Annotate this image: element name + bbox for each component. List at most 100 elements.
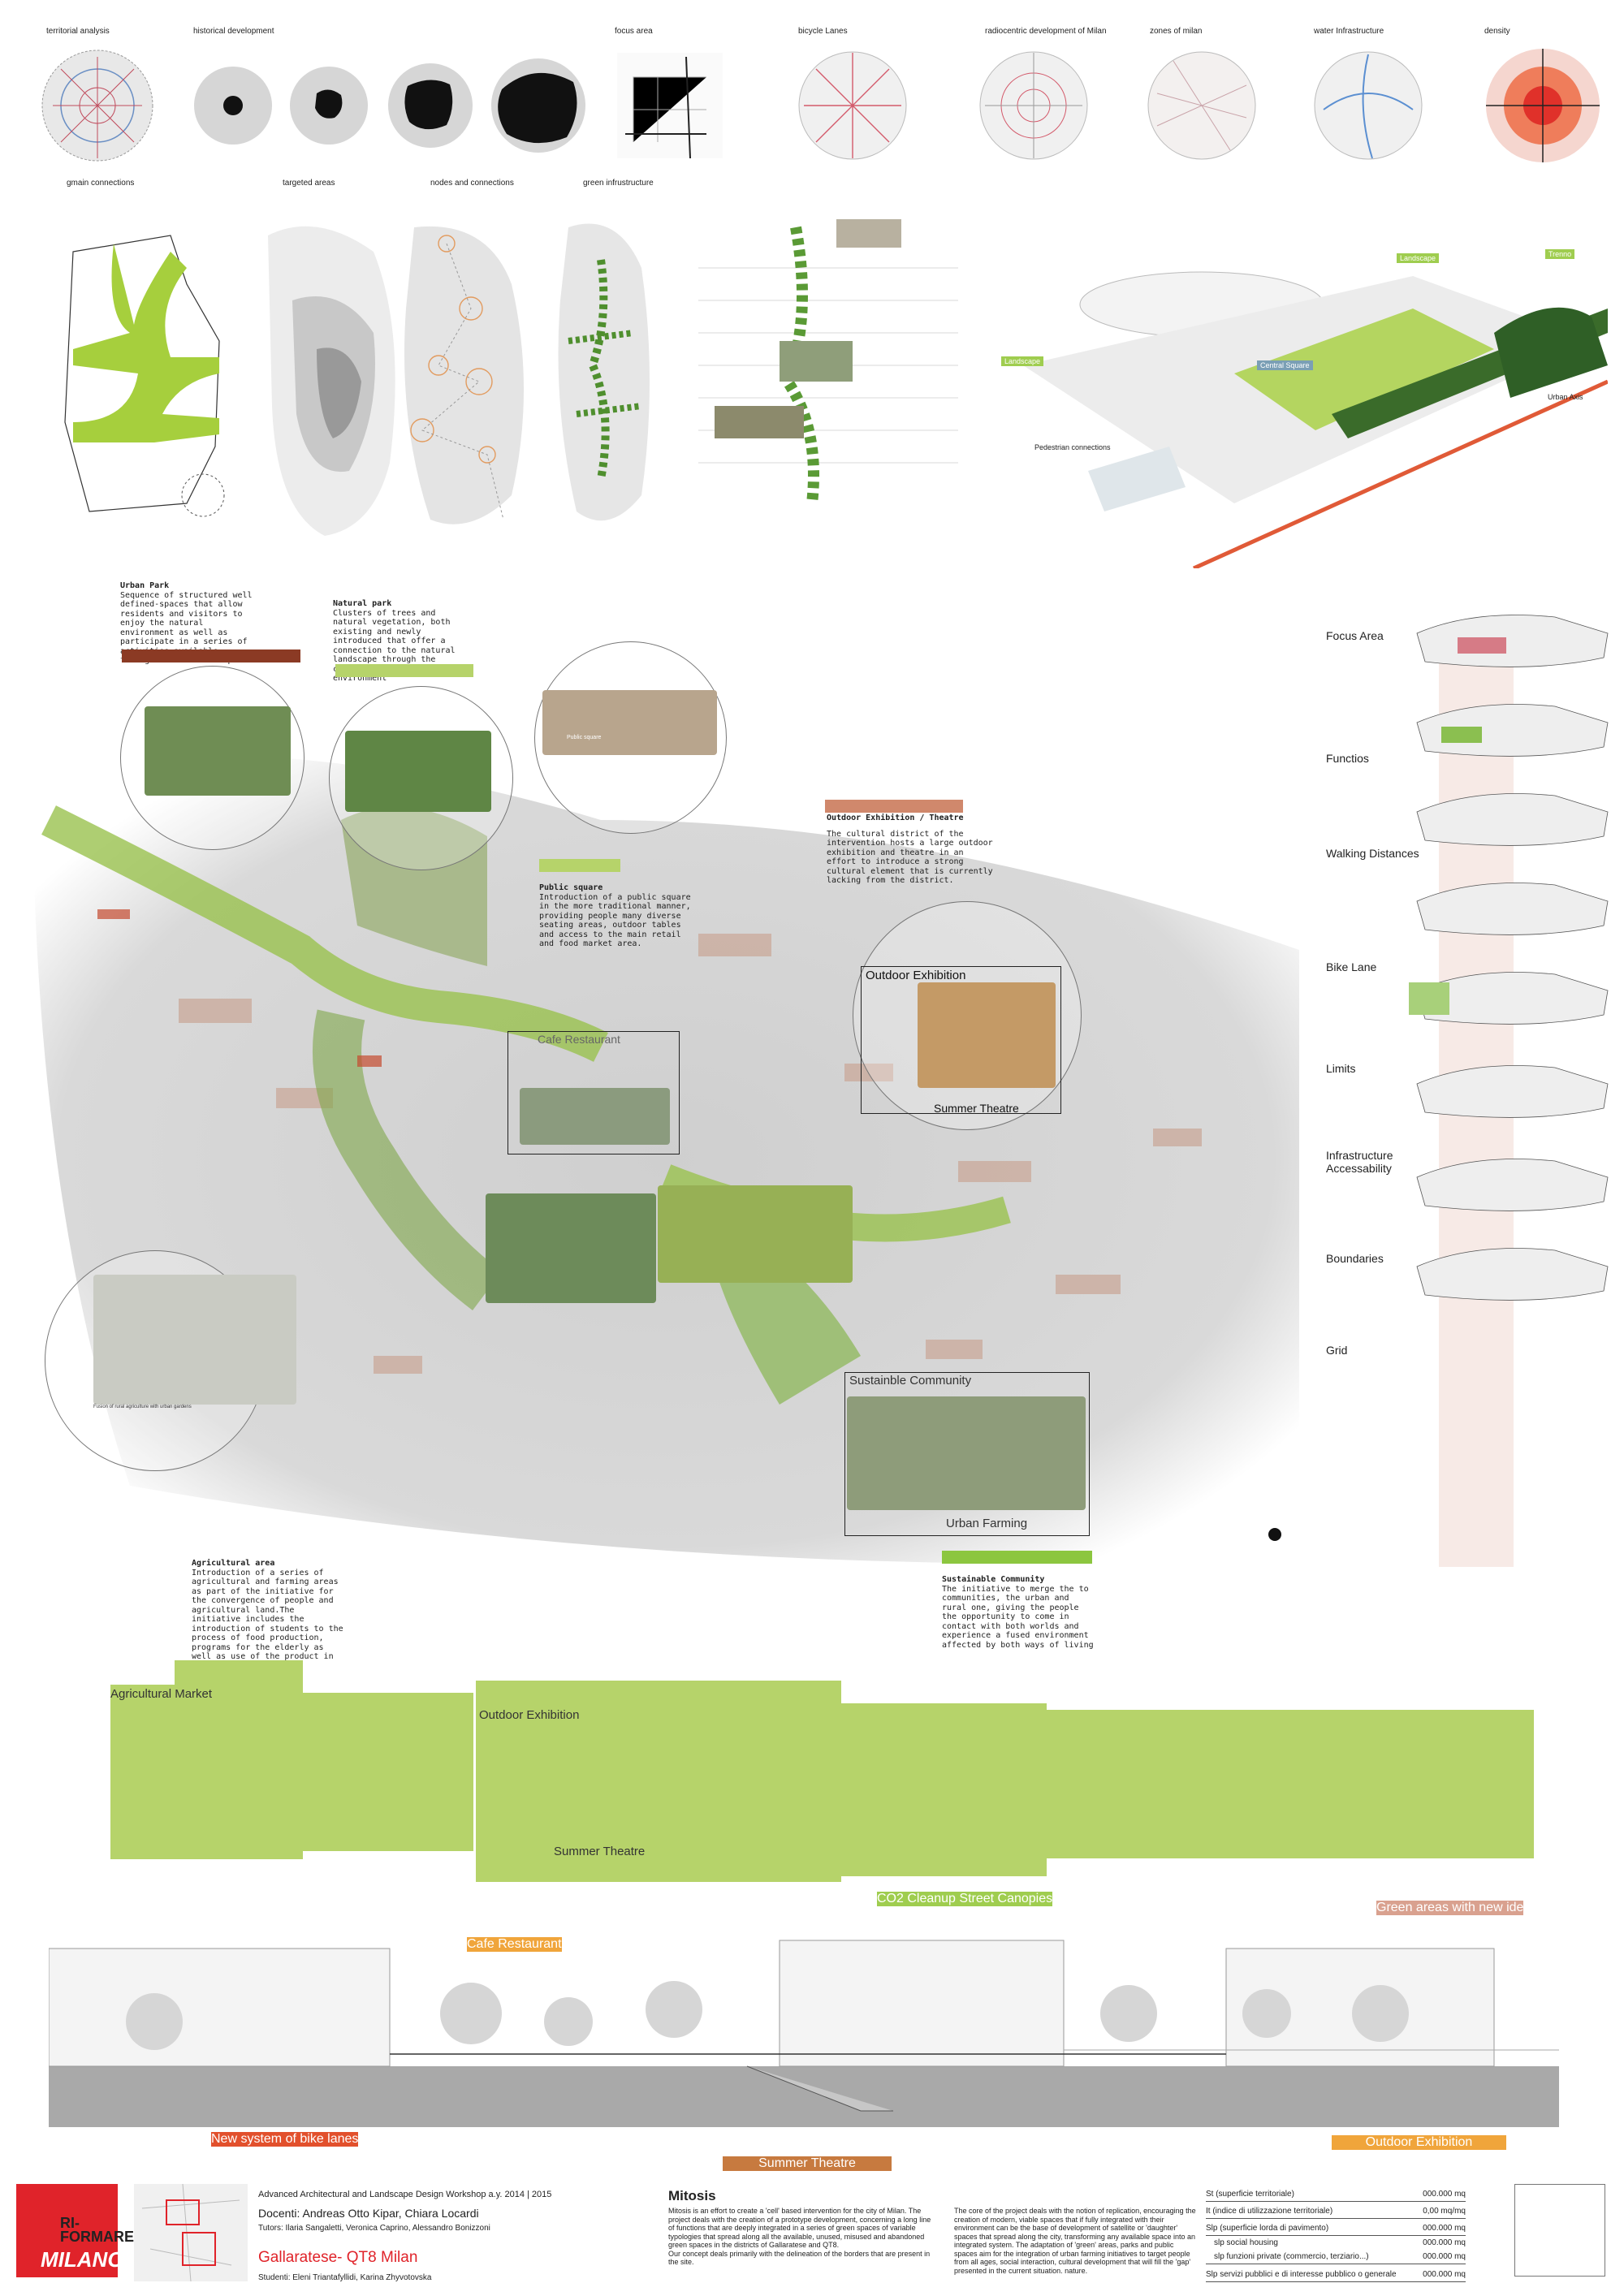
table-label: It (indice di utilizzazione territoriale…: [1206, 2207, 1333, 2216]
table-row: Slp servizi pubblici e di interesse pubb…: [1206, 2270, 1466, 2282]
public-square-bar: [539, 859, 620, 872]
canopy-photo: [658, 1185, 853, 1283]
urban-park-title: Urban Park: [120, 581, 170, 590]
section-label-agri-market: Agricultural Market: [110, 1687, 213, 1701]
historical-map-1: [194, 67, 272, 145]
table-label: slp social housing: [1214, 2238, 1278, 2247]
sustainable-frame: [844, 1372, 1090, 1536]
footer-locator-map: [134, 2184, 248, 2281]
footer-students: Studenti: Eleni Triantafyllidi, Karina Z…: [258, 2273, 432, 2282]
label-green-infra: green infrustructure: [583, 179, 654, 188]
nodes-connections-diagram: [404, 226, 524, 524]
footer-workshop: Advanced Architectural and Landscape Des…: [258, 2190, 552, 2199]
axon-landscape-left: Landscape: [1001, 356, 1044, 366]
outdoor-bar: [825, 800, 963, 813]
natural-park-bar: [335, 664, 473, 677]
label-targeted: targeted areas: [283, 179, 335, 188]
table-row: slp funzioni private (commercio, terziar…: [1206, 2252, 1466, 2264]
cafe-restaurant-label: Cafe Restaurant: [538, 1033, 620, 1046]
section-block-outdoor: [476, 1681, 841, 1882]
axon-trenno: Trenno: [1545, 249, 1575, 259]
side-label-4: Limits: [1326, 1062, 1356, 1075]
agri-text: Introduction of a series of agricultural…: [192, 1568, 343, 1671]
axon-central-square: Central Square: [1257, 360, 1313, 370]
outdoor-text: The cultural district of the interventio…: [827, 829, 993, 886]
side-thumbnails: [1409, 615, 1609, 1301]
sustainable-photo: [847, 1396, 1086, 1510]
water-map: [1314, 51, 1423, 160]
historical-map-3: [388, 63, 473, 148]
green-infrastructure-diagram: [558, 223, 650, 521]
label-nodes: nodes and connections: [430, 179, 514, 188]
section-block-top: [175, 1660, 303, 1693]
ri-formare-logo: RI- FORMARE MILANO: [16, 2184, 134, 2277]
street-photo: [486, 1193, 656, 1303]
urban-farming-label: Urban Farming: [946, 1517, 1028, 1530]
section-block-5: [1047, 1710, 1534, 1858]
gmain-connections-diagram: [64, 235, 225, 517]
side-label-7: Grid: [1326, 1344, 1348, 1357]
table-row: It (indice di utilizzazione territoriale…: [1206, 2207, 1466, 2219]
fusion-caption: Fusion of rural agriculture with urban g…: [93, 1405, 192, 1409]
urban-park-photo: [145, 706, 291, 796]
outdoor-frame: [861, 966, 1061, 1114]
urban-park-bar: [122, 650, 300, 662]
label-historical: historical development: [193, 27, 274, 36]
logo-line3: MILANO: [41, 2247, 124, 2272]
footer-project-title: Gallaratese- QT8 Milan: [258, 2249, 418, 2266]
outdoor-title: Outdoor Exhibition / Theatre: [827, 814, 964, 822]
elevation-tag-bike: New system of bike lanes: [211, 2132, 359, 2147]
logo-line1: RI-: [60, 2215, 80, 2231]
zones-map: [1147, 51, 1256, 160]
elevation-tag-summer: Summer Theatre: [723, 2156, 892, 2171]
table-value: 0,00 mq/mq: [1423, 2207, 1466, 2216]
table-value: 000.000 mq: [1423, 2270, 1466, 2279]
sust-annotation: Sustainable Community The initiative to …: [942, 1575, 1096, 1650]
footer-empty-box: [1514, 2184, 1605, 2277]
table-label: Slp servizi pubblici e di interesse pubb…: [1206, 2270, 1397, 2279]
table-row: slp social housing 000.000 mq: [1206, 2238, 1466, 2250]
public-square-text: Introduction of a public square in the m…: [539, 892, 691, 949]
agri-annotation: Agricultural area Introduction of a seri…: [192, 1559, 346, 1671]
table-row: Slp (superficie lorda di pavimento) 000.…: [1206, 2224, 1466, 2236]
side-label-3: Bike Lane: [1326, 960, 1377, 973]
section-block-4: [841, 1703, 1047, 1876]
targeted-areas-diagram: [268, 226, 395, 536]
elevation-section: [49, 1940, 1559, 2127]
public-square-photo: [542, 690, 717, 755]
table-label: Slp (superficie lorda di pavimento): [1206, 2224, 1329, 2233]
public-square-title: Public square: [539, 883, 603, 892]
label-radiocentric: radiocentric development of Milan: [985, 27, 1107, 36]
mitosis-text-1-body: Mitosis is an effort to create a 'cell' …: [668, 2207, 931, 2249]
elevation-tag-outdoor: Outdoor Exhibition: [1332, 2135, 1506, 2150]
label-density: density: [1484, 27, 1510, 36]
mitosis-text-2-body: Our concept deals primarily with the del…: [668, 2249, 931, 2267]
label-territorial: territorial analysis: [46, 27, 110, 36]
section-block-2: [303, 1693, 473, 1851]
outdoor-exhibition-label: Outdoor Exhibition: [866, 969, 966, 982]
table-value: 000.000 mq: [1423, 2252, 1466, 2261]
elevation-tag-co2: CO2 Cleanup Street Canopies: [877, 1892, 1053, 1906]
outdoor-photo: [918, 982, 1056, 1088]
label-focus: focus area: [615, 27, 653, 36]
sust-title: Sustainable Community: [942, 1575, 1045, 1584]
table-label: St (superficie territoriale): [1206, 2190, 1294, 2199]
sust-bar: [942, 1551, 1092, 1564]
side-label-5: Infrastructure Accessability: [1326, 1149, 1393, 1175]
mitosis-title: Mitosis: [668, 2188, 716, 2203]
section-label-outdoor: Outdoor Exhibition: [479, 1708, 580, 1722]
mitosis-text-3: The core of the project deals with the n…: [954, 2207, 1196, 2275]
label-zones: zones of milan: [1150, 27, 1203, 36]
axonometric-view: [1023, 271, 1608, 568]
summer-theatre-label: Summer Theatre: [934, 1102, 1019, 1115]
natural-park-title: Natural park: [333, 599, 392, 608]
side-label-1: Functios: [1326, 752, 1369, 765]
label-water: water Infrastructure: [1314, 27, 1384, 36]
historical-map-2: [290, 67, 368, 145]
axon-urban-axis: Urban Axis: [1548, 393, 1583, 401]
axon-pedestrian: Pedestrian connections: [1034, 443, 1111, 451]
agriculture-photo: [93, 1275, 296, 1405]
focus-map: [617, 53, 723, 159]
axon-landscape-top: Landscape: [1397, 253, 1440, 263]
agri-title: Agricultural area: [192, 1559, 275, 1568]
